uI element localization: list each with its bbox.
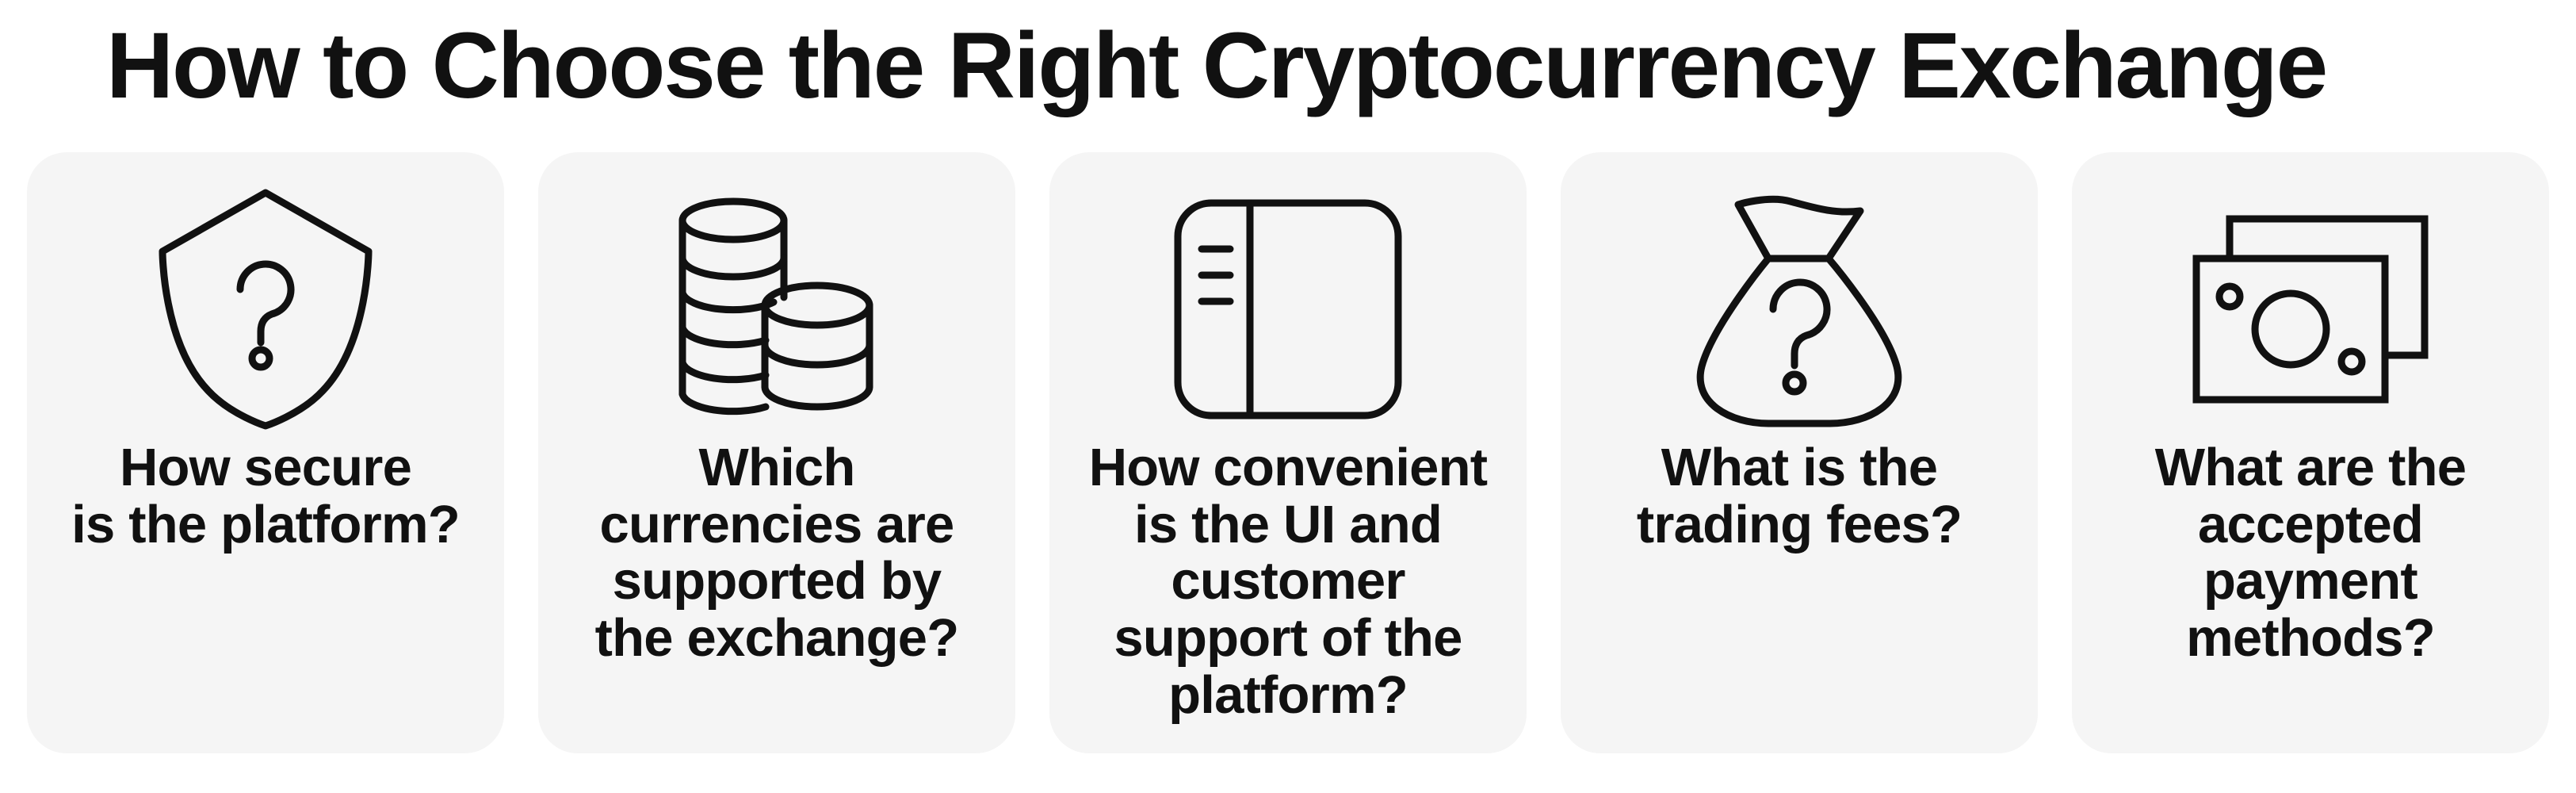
banknotes-icon — [2072, 186, 2549, 433]
card-security[interactable]: How secure is the platform? — [27, 152, 504, 753]
card-label: How secure is the platform? — [71, 438, 461, 554]
ui-layout-panel-icon — [1049, 186, 1527, 433]
money-bag-question-icon — [1561, 186, 2038, 433]
card-ui-support[interactable]: How convenient is the UI and customer su… — [1049, 152, 1527, 753]
card-label: How convenient is the UI and customer su… — [1088, 438, 1488, 725]
card-label: What are the accepted payment methods? — [2154, 438, 2467, 668]
shield-question-icon — [27, 186, 504, 433]
card-label: Which currencies are supported by the ex… — [594, 438, 960, 668]
coin-stacks-icon — [538, 186, 1015, 433]
card-label: What is the trading fees? — [1636, 438, 1963, 554]
card-row: How secure is the platform? — [27, 152, 2549, 753]
card-payment-methods[interactable]: What are the accepted payment methods? — [2072, 152, 2549, 753]
card-currencies[interactable]: Which currencies are supported by the ex… — [538, 152, 1015, 753]
page-title: How to Choose the Right Cryptocurrency E… — [106, 13, 2328, 118]
card-trading-fees[interactable]: What is the trading fees? — [1561, 152, 2038, 753]
